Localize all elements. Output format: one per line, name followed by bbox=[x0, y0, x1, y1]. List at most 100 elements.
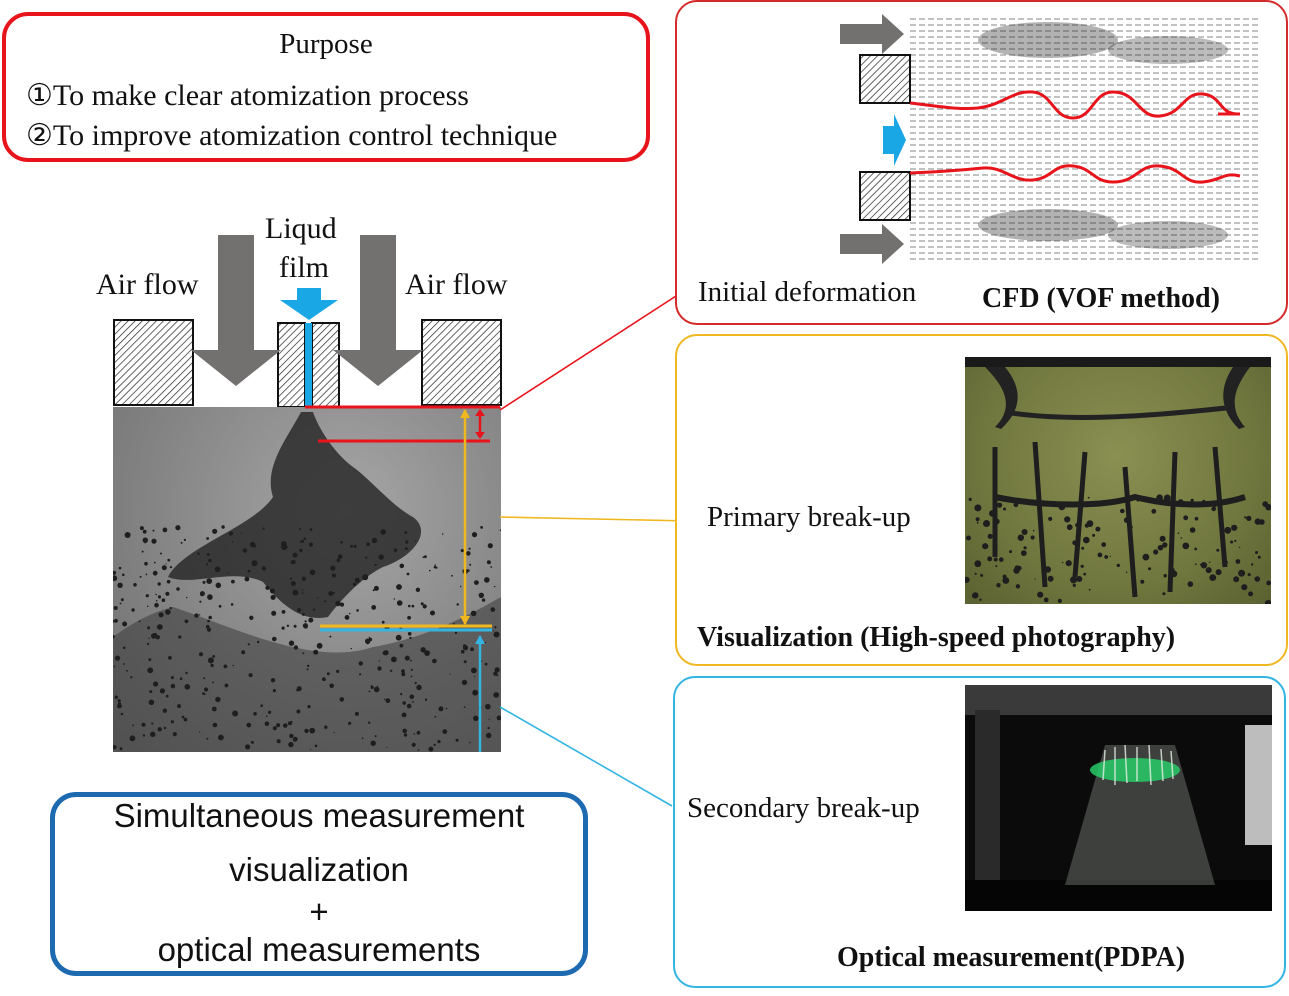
droplet bbox=[456, 603, 459, 606]
droplet bbox=[1064, 516, 1071, 523]
spray-photo bbox=[113, 407, 501, 752]
droplet bbox=[261, 566, 267, 571]
droplet bbox=[975, 517, 980, 522]
droplet bbox=[974, 572, 977, 575]
droplet bbox=[350, 647, 352, 650]
droplet bbox=[215, 696, 221, 703]
droplet bbox=[481, 598, 486, 602]
droplet bbox=[184, 619, 189, 624]
cfd-title: CFD (VOF method) bbox=[982, 283, 1220, 314]
droplet bbox=[414, 681, 417, 684]
droplet bbox=[211, 665, 214, 668]
droplet bbox=[490, 607, 496, 612]
droplet bbox=[1233, 576, 1240, 583]
droplet bbox=[142, 734, 146, 737]
droplet bbox=[206, 563, 209, 566]
droplet bbox=[183, 538, 186, 541]
droplet bbox=[372, 589, 375, 592]
droplet bbox=[206, 627, 212, 632]
droplet bbox=[370, 740, 376, 746]
droplet bbox=[1170, 570, 1178, 578]
droplet bbox=[212, 655, 216, 658]
droplet bbox=[113, 745, 117, 750]
droplet bbox=[309, 569, 316, 576]
droplet bbox=[462, 645, 469, 651]
droplet bbox=[202, 692, 205, 695]
droplet bbox=[494, 626, 497, 629]
droplet bbox=[113, 570, 117, 575]
droplet bbox=[142, 537, 148, 543]
droplet bbox=[487, 726, 490, 730]
droplet bbox=[1042, 582, 1045, 585]
droplet bbox=[399, 563, 405, 569]
droplet bbox=[165, 563, 167, 565]
droplet bbox=[412, 701, 414, 703]
connector-visualization bbox=[499, 516, 691, 522]
droplet bbox=[162, 708, 167, 713]
droplet bbox=[1266, 580, 1271, 586]
droplet bbox=[435, 566, 438, 569]
droplet bbox=[157, 582, 161, 586]
droplet bbox=[1215, 569, 1222, 576]
droplet bbox=[1087, 496, 1090, 499]
cfd-liquid-arrow bbox=[883, 114, 906, 166]
droplet bbox=[199, 600, 202, 603]
droplet bbox=[405, 547, 408, 550]
droplet bbox=[120, 598, 124, 602]
droplet bbox=[478, 592, 484, 598]
droplet bbox=[466, 551, 471, 556]
droplet bbox=[199, 731, 201, 733]
droplet bbox=[410, 675, 413, 678]
droplet bbox=[328, 591, 334, 596]
simultaneous-line-1: Simultaneous measurement bbox=[113, 797, 525, 834]
droplet bbox=[361, 737, 364, 740]
droplet bbox=[1002, 577, 1010, 584]
droplet bbox=[1092, 533, 1096, 537]
droplet bbox=[185, 671, 188, 675]
droplet bbox=[212, 528, 218, 534]
droplet bbox=[493, 692, 500, 698]
droplet bbox=[1140, 579, 1145, 584]
droplet bbox=[146, 642, 150, 646]
droplet bbox=[290, 581, 296, 586]
droplet bbox=[176, 587, 180, 591]
purpose-line-2: ②To improve atomization control techniqu… bbox=[26, 119, 558, 152]
droplet bbox=[313, 649, 319, 655]
droplet bbox=[1238, 569, 1246, 577]
droplet bbox=[434, 564, 436, 566]
droplet bbox=[982, 543, 989, 550]
droplet bbox=[151, 633, 157, 639]
droplet bbox=[141, 550, 144, 553]
droplet bbox=[118, 566, 122, 570]
droplet bbox=[407, 615, 411, 620]
droplet bbox=[371, 537, 378, 544]
droplet bbox=[1034, 578, 1036, 580]
droplet bbox=[996, 583, 1001, 588]
cfd-vector-field bbox=[840, 14, 1260, 264]
droplet bbox=[175, 525, 181, 531]
droplet bbox=[240, 532, 242, 534]
droplet bbox=[1231, 524, 1238, 531]
droplet bbox=[1073, 541, 1078, 546]
droplet bbox=[1199, 563, 1202, 566]
droplet bbox=[169, 606, 172, 610]
droplet bbox=[417, 749, 420, 751]
air-flow-left-label: Air flow bbox=[96, 268, 199, 301]
droplet bbox=[340, 541, 343, 544]
droplet bbox=[333, 591, 335, 594]
visualization-label: Primary break-up bbox=[707, 501, 911, 533]
droplet bbox=[980, 573, 984, 577]
droplet bbox=[281, 610, 286, 614]
droplet bbox=[468, 547, 471, 550]
droplet bbox=[437, 740, 441, 744]
droplet bbox=[1058, 503, 1066, 511]
droplet bbox=[297, 608, 302, 613]
droplet bbox=[272, 689, 276, 693]
droplet bbox=[148, 658, 152, 661]
droplet bbox=[316, 642, 323, 649]
droplet bbox=[406, 703, 412, 709]
droplet bbox=[324, 600, 327, 603]
droplet bbox=[153, 681, 159, 687]
droplet bbox=[385, 698, 391, 704]
droplet bbox=[358, 661, 363, 666]
